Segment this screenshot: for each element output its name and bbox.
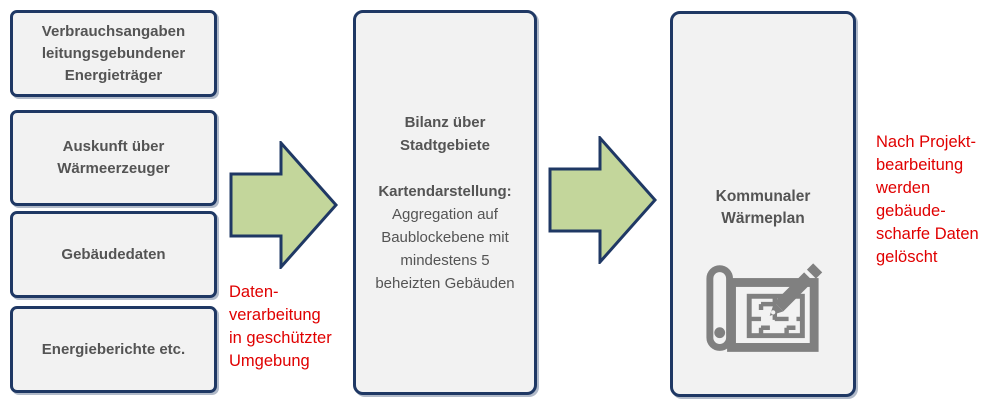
source-box-waermeerzeuger: Auskunft über Wärmeerzeuger bbox=[10, 110, 217, 206]
process-title: Bilanz über Stadtgebiete bbox=[399, 113, 490, 154]
process-box-bilanz: Bilanz über Stadtgebiete Kartendarstellu… bbox=[353, 10, 537, 395]
source-box-label: Gebäudedaten bbox=[61, 245, 166, 263]
note-data-deletion: Nach Projekt- bearbeitung werden gebäude… bbox=[876, 133, 979, 266]
flow-arrow-icon bbox=[229, 141, 339, 269]
process-subtitle: Kartendarstellung: bbox=[378, 182, 512, 200]
process-description: Aggregation auf Baublockebene mit mindes… bbox=[375, 205, 515, 292]
flow-arrow-icon bbox=[548, 136, 658, 264]
result-box-waermeplan: Kommunaler Wärmeplan bbox=[670, 11, 856, 397]
source-box-gebaeudedaten: Gebäudedaten bbox=[10, 211, 217, 298]
source-box-label: Energieberichte etc. bbox=[41, 340, 186, 358]
source-box-energieberichte: Energieberichte etc. bbox=[10, 306, 217, 393]
source-box-verbrauchsangaben: Verbrauchsangaben leitungsgebundener Ene… bbox=[10, 10, 217, 97]
result-title: Kommunaler Wärmeplan bbox=[715, 188, 811, 227]
source-box-label: Auskunft über Wärmeerzeuger bbox=[57, 138, 170, 177]
note-protected-processing: Daten- verarbeitung in geschützter Umgeb… bbox=[229, 283, 332, 370]
source-box-label: Verbrauchsangaben leitungsgebundener Ene… bbox=[41, 22, 186, 84]
floor-plan-with-pencil-icon bbox=[706, 263, 823, 352]
